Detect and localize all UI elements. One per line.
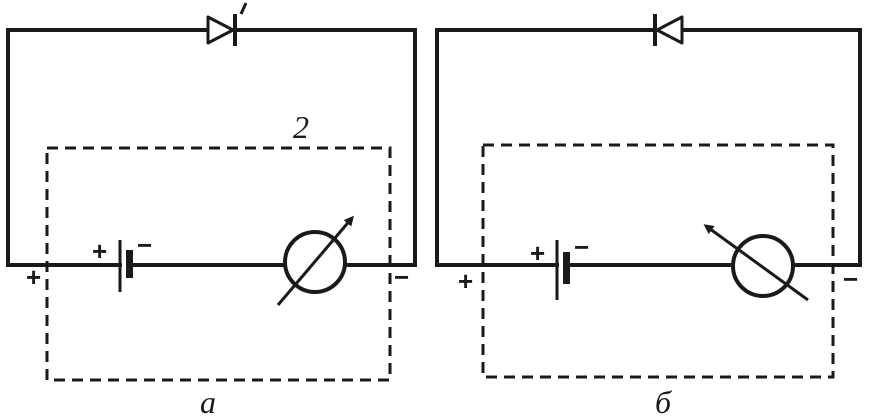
circuit-a-diode: 1 bbox=[206, 2, 248, 46]
circuit-a: 1 + − + − 2 а bbox=[6, 2, 417, 417]
circuit-a-meter-circle bbox=[283, 230, 347, 294]
circuit-a-caption: а bbox=[200, 384, 216, 417]
circuit-a-terminal-minus: − bbox=[394, 262, 409, 292]
circuit-b-battery-short-plate bbox=[563, 252, 570, 284]
circuit-b-terminal-plus: + bbox=[458, 266, 473, 296]
circuit-a-battery-minus: − bbox=[137, 230, 152, 260]
circuit-a-meter-arrow bbox=[276, 215, 354, 306]
circuit-b-outer-wire bbox=[435, 28, 862, 267]
circuit-b-battery-plus: + bbox=[530, 238, 545, 268]
circuit-b-diode-triangle bbox=[655, 15, 684, 45]
circuit-b-meter-circle bbox=[731, 234, 795, 298]
circuit-b: + − + − б bbox=[435, 14, 862, 417]
circuit-a-battery-plus: + bbox=[92, 236, 107, 266]
circuit-a-meter bbox=[276, 215, 354, 306]
circuit-a-battery-short-plate bbox=[126, 250, 133, 278]
circuit-b-diode bbox=[653, 14, 684, 46]
circuit-b-terminal-minus: − bbox=[843, 264, 858, 294]
circuit-b-ohmmeter-box bbox=[481, 143, 835, 379]
circuit-b-caption: б bbox=[655, 384, 672, 417]
circuit-a-terminal-plus: + bbox=[26, 262, 41, 292]
circuit-a-outer-wire bbox=[6, 28, 417, 267]
circuit-b-meter-arrow bbox=[703, 224, 809, 302]
circuit-a-number-label: 2 bbox=[293, 109, 309, 145]
circuit-a-diode-callout bbox=[239, 2, 248, 15]
circuit-a-ohmmeter-box bbox=[45, 146, 392, 382]
circuit-a-diode-triangle bbox=[206, 15, 235, 45]
circuit-a-diode-label: 1 bbox=[245, 13, 246, 15]
circuit-b-meter bbox=[703, 224, 809, 302]
circuit-b-battery-minus: − bbox=[574, 232, 589, 262]
circuit-a-battery: + − bbox=[92, 230, 152, 292]
circuit-b-battery: + − bbox=[530, 232, 589, 300]
